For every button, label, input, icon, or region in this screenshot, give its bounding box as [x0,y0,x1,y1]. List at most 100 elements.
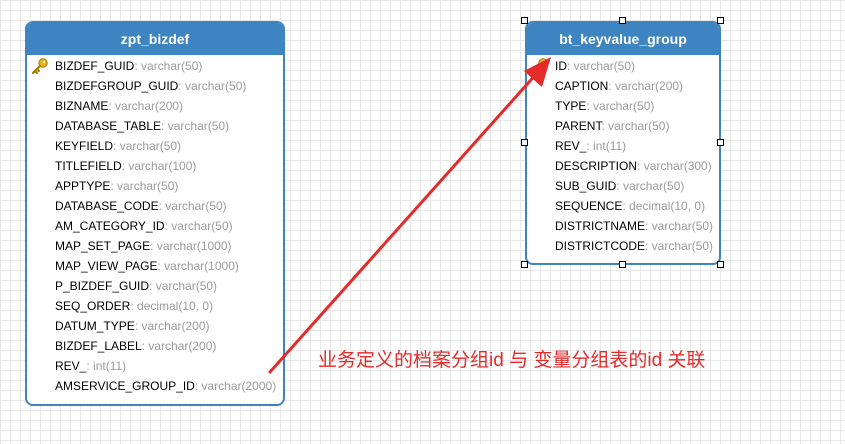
field-type: varchar(200) [148,339,217,353]
field-name: APPTYPE [55,179,111,193]
field-row[interactable]: REV_: int(11) [527,136,719,156]
field-row[interactable]: CAPTION: varchar(200) [527,76,719,96]
field-row[interactable]: PARENT: varchar(50) [527,116,719,136]
resize-handle-left[interactable] [521,139,528,146]
field-list: BIZDEF_GUID: varchar(50)BIZDEFGROUP_GUID… [27,55,283,396]
field-separator: : [178,79,186,93]
field-type: varchar(2000) [201,379,277,393]
field-row[interactable]: DATABASE_TABLE: varchar(50) [27,116,283,136]
field-type: varchar(50) [171,219,233,233]
field-name: AMSERVICE_GROUP_ID [55,379,195,393]
field-name: REV_ [55,359,87,373]
resize-handle-bottom-right[interactable] [717,261,724,268]
resize-handle-bottom-left[interactable] [521,261,528,268]
field-row[interactable]: BIZDEFGROUP_GUID: varchar(50) [27,76,283,96]
field-row[interactable]: REV_: int(11) [27,356,283,376]
field-type: varchar(50) [185,79,247,93]
field-row[interactable]: MAP_VIEW_PAGE: varchar(1000) [27,256,283,276]
field-separator: : [121,159,129,173]
field-row[interactable]: DISTRICTNAME: varchar(50) [527,216,719,236]
field-type: varchar(50) [141,59,203,73]
field-row[interactable]: TITLEFIELD: varchar(100) [27,156,283,176]
field-row[interactable]: SEQUENCE: decimal(10, 0) [527,196,719,216]
field-row[interactable]: DISTRICTCODE: varchar(50) [527,236,719,256]
field-type: varchar(50) [165,199,227,213]
field-row[interactable]: BIZDEF_GUID: varchar(50) [27,56,283,76]
field-name: CAPTION [555,79,609,93]
field-name: DISTRICTCODE [555,239,645,253]
field-name: DATUM_TYPE [55,319,135,333]
field-separator: : [645,219,652,233]
field-name: TITLEFIELD [55,159,122,173]
field-separator: : [586,139,594,153]
field-type: varchar(50) [119,139,182,153]
field-separator: : [110,179,118,193]
field-separator: : [149,279,156,293]
field-row[interactable]: BIZDEF_LABEL: varchar(200) [27,336,283,356]
field-type: varchar(50) [573,59,636,73]
field-separator: : [601,119,609,133]
field-name: TYPE [555,99,587,113]
resize-handle-top-left[interactable] [521,17,528,24]
field-name: REV_ [555,139,587,153]
field-row[interactable]: KEYFIELD: varchar(50) [27,136,283,156]
field-name: ID [555,59,567,73]
field-separator: : [616,179,624,193]
field-separator: : [141,339,149,353]
field-row[interactable]: AM_CATEGORY_ID: varchar(50) [27,216,283,236]
field-separator: : [567,59,574,73]
field-name: DISTRICTNAME [555,219,645,233]
field-name: SEQ_ORDER [55,299,131,313]
table-title: bt_keyvalue_group [527,23,719,55]
field-type: decimal(10, 0) [629,199,706,213]
table-title: zpt_bizdef [27,23,283,55]
key-icon [31,57,49,75]
field-separator: : [194,379,202,393]
field-row[interactable]: MAP_SET_PAGE: varchar(1000) [27,236,283,256]
field-type: varchar(50) [167,119,230,133]
field-type: varchar(1000) [164,259,239,273]
field-separator: : [637,159,644,173]
field-name: BIZDEF_GUID [55,59,135,73]
field-separator: : [622,199,630,213]
resize-handle-top[interactable] [619,17,626,24]
field-separator: : [158,199,166,213]
field-type: varchar(200) [115,99,184,113]
field-separator: : [134,319,142,333]
field-row[interactable]: DATUM_TYPE: varchar(200) [27,316,283,336]
field-separator: : [608,79,616,93]
field-name: AM_CATEGORY_ID [55,219,165,233]
field-row[interactable]: AMSERVICE_GROUP_ID: varchar(2000) [27,376,283,396]
field-type: varchar(300) [643,159,712,173]
field-name: DESCRIPTION [555,159,638,173]
field-row[interactable]: DESCRIPTION: varchar(300) [527,156,719,176]
resize-handle-bottom[interactable] [619,261,626,268]
field-separator: : [130,299,138,313]
field-type: int(11) [593,139,627,153]
field-separator: : [86,359,94,373]
field-name: SEQUENCE [555,199,623,213]
field-row[interactable]: SUB_GUID: varchar(50) [527,176,719,196]
resize-handle-right[interactable] [717,139,724,146]
field-row[interactable]: BIZNAME: varchar(200) [27,96,283,116]
relation-annotation: 业务定义的档案分组id 与 变量分组表的id 关联 [318,350,706,371]
field-type: varchar(1000) [156,239,232,253]
field-row[interactable]: SEQ_ORDER: decimal(10, 0) [27,296,283,316]
field-row[interactable]: TYPE: varchar(50) [527,96,719,116]
field-type: varchar(50) [651,219,714,233]
field-row[interactable]: P_BIZDEF_GUID: varchar(50) [27,276,283,296]
relation-arrow-head [524,57,551,87]
field-type: varchar(50) [117,179,179,193]
field-row[interactable]: APPTYPE: varchar(50) [27,176,283,196]
field-separator: : [113,139,120,153]
field-type: varchar(100) [128,159,197,173]
field-type: varchar(50) [651,239,714,253]
field-name: KEYFIELD [55,139,114,153]
field-row[interactable]: DATABASE_CODE: varchar(50) [27,196,283,216]
resize-handle-top-right[interactable] [717,17,724,24]
field-name: BIZNAME [55,99,109,113]
table-bt-keyvalue-group[interactable]: bt_keyvalue_group ID: varchar(50) CAPTION… [525,21,721,265]
table-zpt-bizdef[interactable]: zpt_bizdef BIZDEF_GUID: varchar(50)BIZDE… [25,21,285,406]
field-name: PARENT [555,119,602,133]
